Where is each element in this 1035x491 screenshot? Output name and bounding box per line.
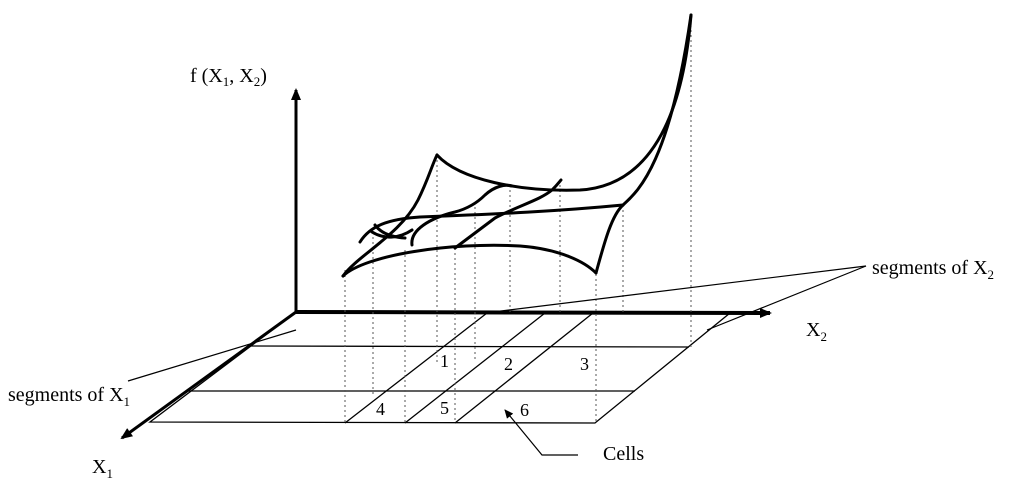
cell-label-4: 4 xyxy=(376,399,385,419)
cells-label: Cells xyxy=(603,443,644,465)
surface-left-edge xyxy=(341,153,439,278)
projection-lines xyxy=(344,15,692,423)
base-grid xyxy=(148,311,732,424)
surface-cell-curve-3 xyxy=(453,178,563,250)
x1-axis-label: X1 xyxy=(92,456,113,481)
pointer-lines xyxy=(127,265,867,456)
segments-x2-pointer-upper xyxy=(492,265,867,313)
segments-x2-pointer-lower xyxy=(706,265,867,331)
cell-label-2: 2 xyxy=(504,354,513,374)
x2-axis-label: X2 xyxy=(806,319,827,344)
segments-x2-label: segments of X2 xyxy=(872,257,994,282)
cell-label-6: 6 xyxy=(520,400,529,420)
f-axis-label: f (X1, X2) xyxy=(190,65,267,89)
surface-cell-curve-2 xyxy=(410,183,514,247)
segments-x1-pointer xyxy=(127,329,297,382)
surface-front-edge xyxy=(341,243,598,278)
grid-col-line-1 xyxy=(344,312,488,424)
grid-row-line-1 xyxy=(247,345,690,348)
cell-label-5: 5 xyxy=(440,398,449,418)
grid-col-line-2 xyxy=(404,312,546,424)
cell-label-1: 1 xyxy=(440,351,449,371)
surface-rib-left xyxy=(373,223,407,240)
grid-outline xyxy=(148,311,732,424)
grid-col-line-3 xyxy=(454,312,594,424)
cell-label-3: 3 xyxy=(580,354,589,374)
segments-x1-label: segments of X1 xyxy=(8,384,130,409)
cells-pointer xyxy=(504,409,578,456)
function-surface xyxy=(341,13,693,278)
x1-axis xyxy=(120,310,297,440)
surface-right-edge xyxy=(594,13,693,275)
